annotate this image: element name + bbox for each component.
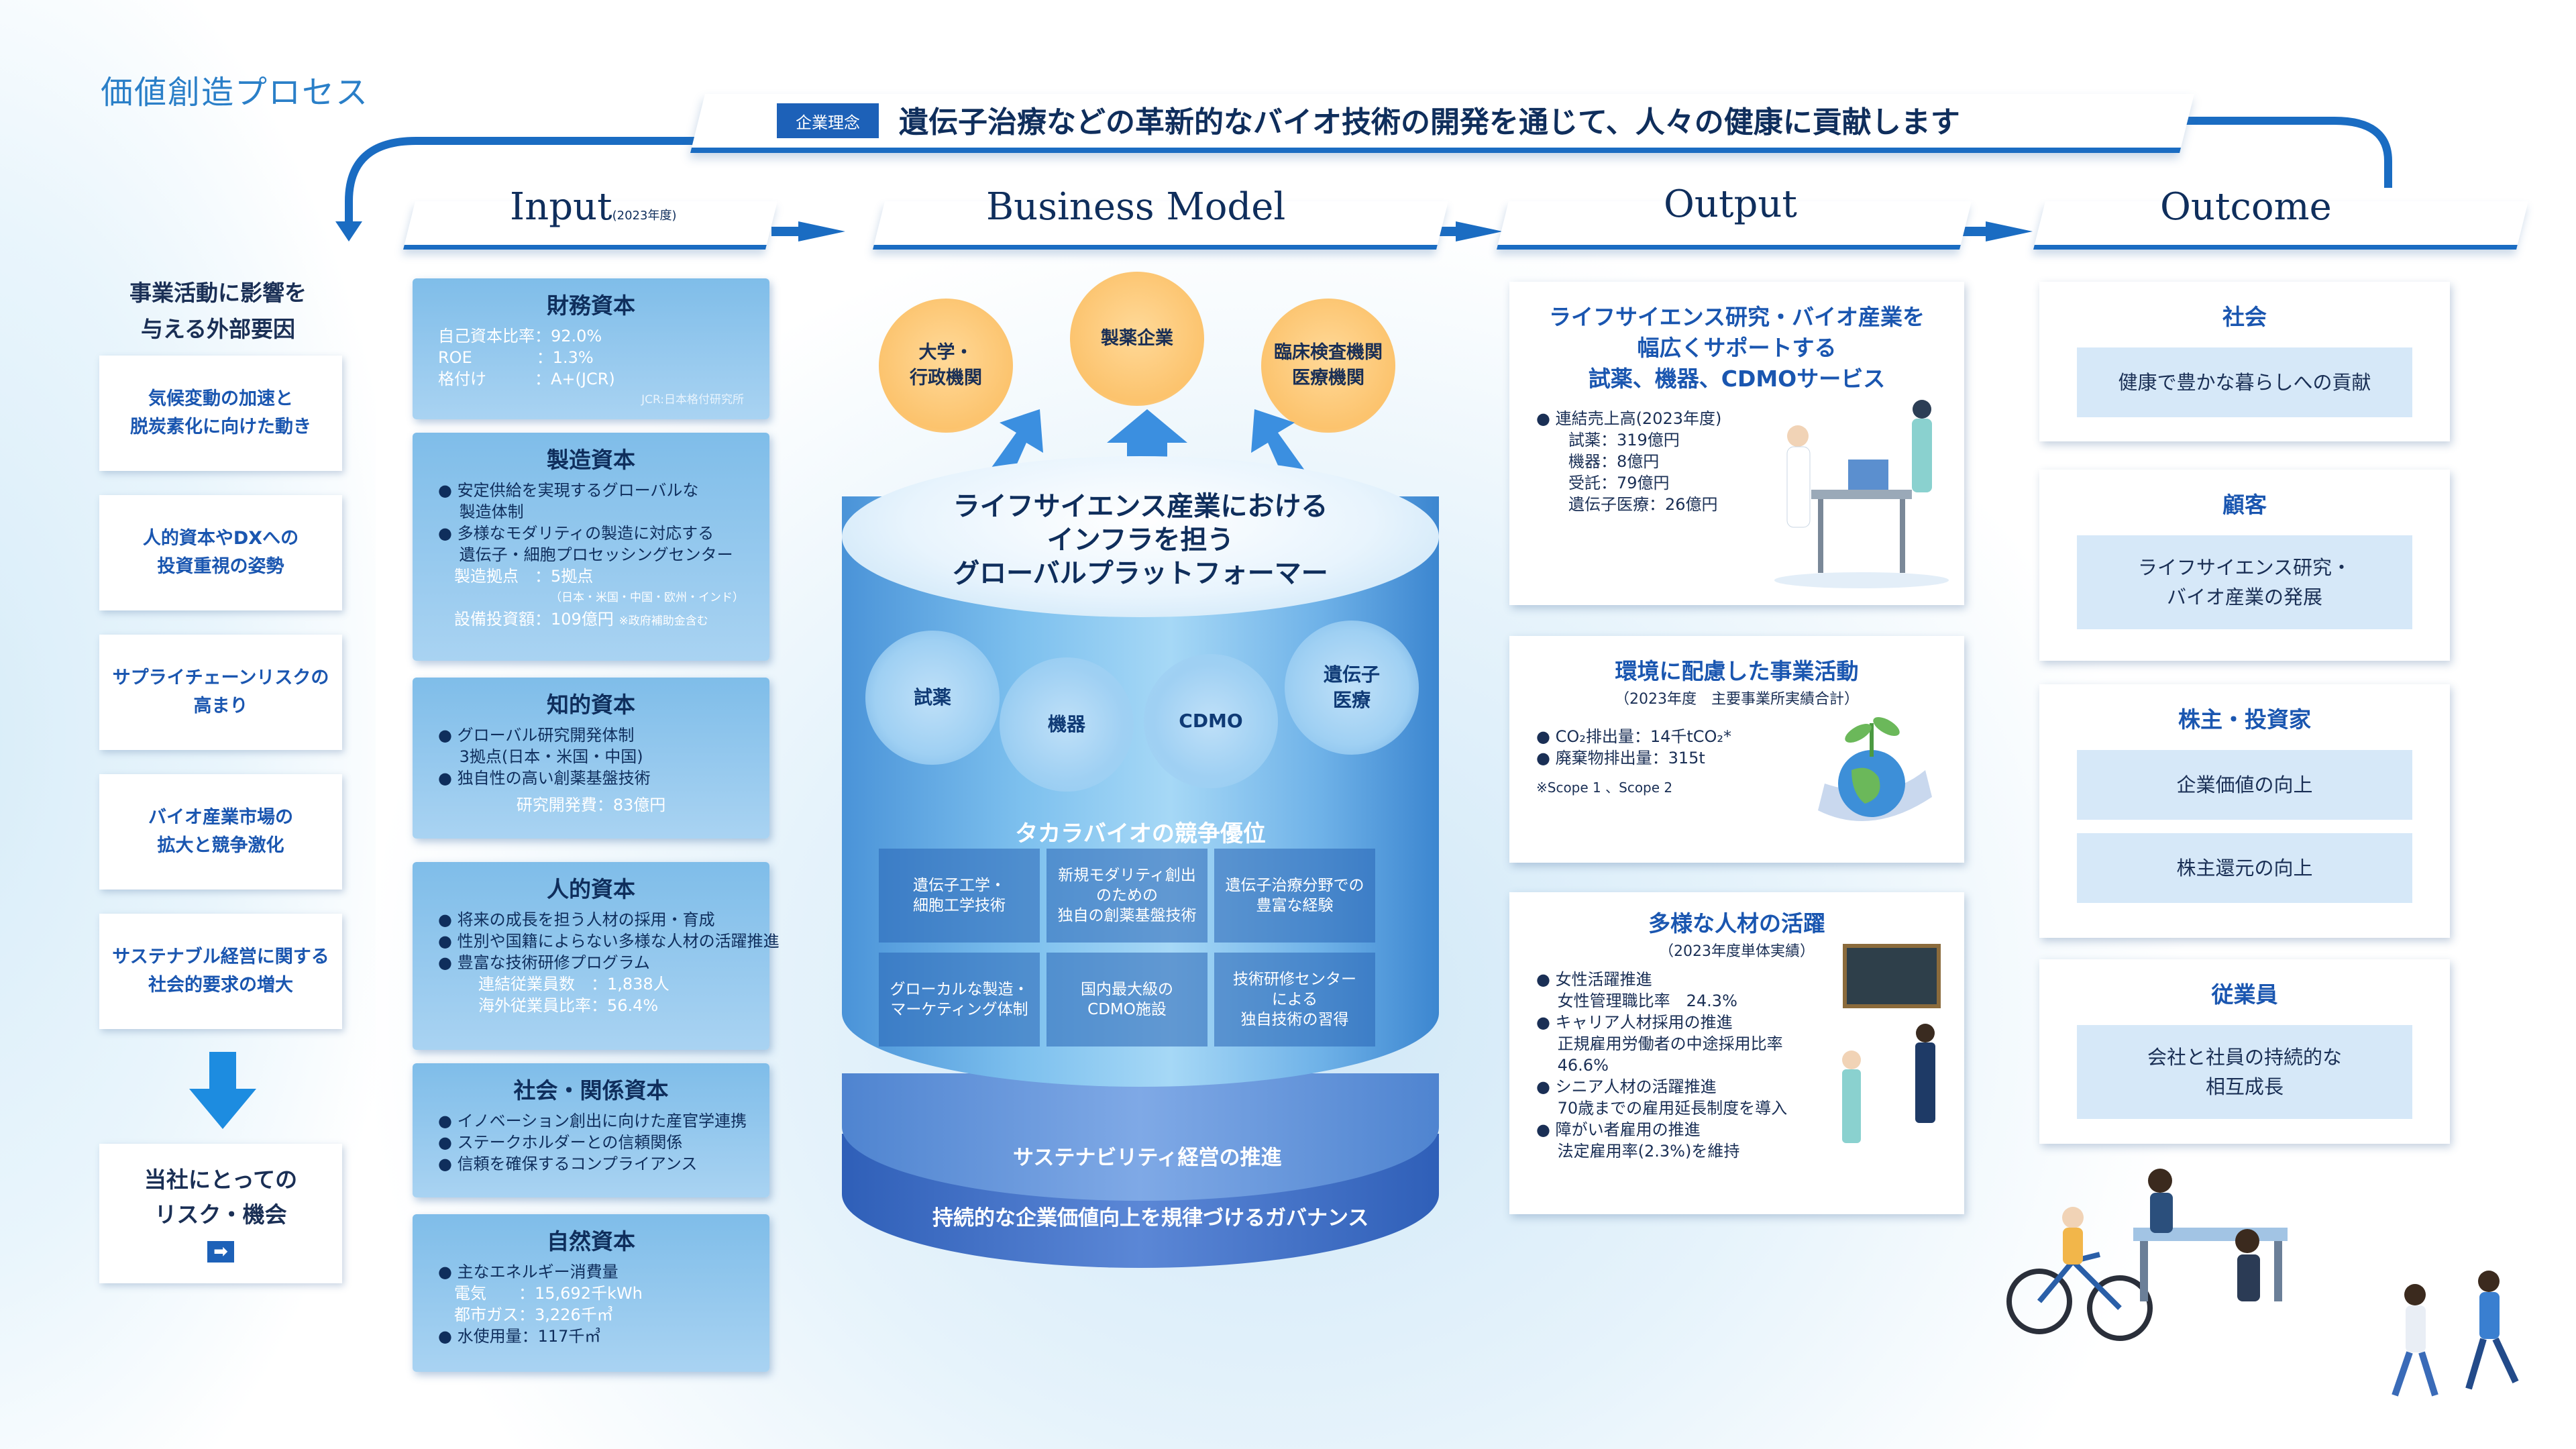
lifestyle-illustration-icon <box>2006 1169 2519 1397</box>
external-factor-item: サステナブル経営に関する社会的要求の増大 <box>99 914 342 1029</box>
platform-title: ライフサイエンス産業における インフラを担う グローバルプラットフォーマー <box>953 491 1328 589</box>
advantage-cell: 遺伝子治療分野での豊富な経験 <box>1214 849 1375 943</box>
external-factor-item: サプライチェーンリスクの高まり <box>99 635 342 750</box>
mission-tag: 企業理念 <box>777 103 879 138</box>
page-title: 価値創造プロセス <box>101 74 370 111</box>
down-arrow-icon <box>189 1052 256 1129</box>
external-factors-title: 事業活動に影響を与える外部要因 <box>129 280 307 342</box>
governance-band-text: 持続的な企業価値向上を規律づけるガバナンス <box>932 1206 1369 1230</box>
financial-capital-card: 財務資本 自己資本比率：92.0% ROE ：1.3% 格付け ：A+(JCR)… <box>413 278 769 419</box>
output-stage-label: Output <box>1664 182 1797 226</box>
human-capital-card: 人的資本 ● 将来の成長を担う人材の採用・育成 ● 性別や国籍によらない多様な人… <box>413 862 780 1050</box>
business-model-stage-label: Business Model <box>986 185 1286 229</box>
input-stage-label: Input(2023年度) <box>510 185 677 229</box>
segment-gene-medicine: 遺伝子医療 <box>1285 621 1419 755</box>
client-bubble-clinical: 臨床検査機関医療機関 <box>1261 299 1395 433</box>
client-bubble-pharma: 製薬企業 <box>1070 272 1204 406</box>
external-factor-item: バイオ産業市場の拡大と競争激化 <box>99 774 342 890</box>
laboratory-illustration-icon <box>1774 400 1949 588</box>
social-capital-card: 社会・関係資本 ● イノベーション創出に向けた産官学連携 ● ステークホルダーと… <box>413 1063 769 1197</box>
mission-text: 遺伝子治療などの革新的なバイオ技術の開発を通じて、人々の健康に貢献します <box>899 105 1960 140</box>
outcome-shareholders-card: 株主・投資家 企業価値の向上 株主還元の向上 <box>2039 684 2450 938</box>
advantage-cell: 新規モダリティ創出のための独自の創薬基盤技術 <box>1046 849 1208 943</box>
natural-capital-card: 自然資本 ● 主なエネルギー消費量 電気 ：15,692千kWh 都市ガス：3,… <box>413 1214 769 1372</box>
outcome-society-card: 社会 健康で豊かな暮らしへの貢献 <box>2039 282 2450 441</box>
arrow-right-icon: ➡ <box>207 1241 234 1263</box>
outcome-employees-card: 従業員 会社と社員の持続的な相互成長 <box>2039 959 2450 1144</box>
advantage-cell: グローカルな製造・マーケティング体制 <box>879 953 1040 1046</box>
output-environment-card: 環境に配慮した事業活動 （2023年度 主要事業所実績合計） ● CO₂排出量：… <box>1509 636 1964 863</box>
advantage-cell: 技術研修センターによる独自技術の習得 <box>1214 953 1375 1046</box>
external-factor-item: 人的資本やDXへの投資重視の姿勢 <box>99 495 342 610</box>
segment-cdmo: CDMO <box>1144 654 1278 788</box>
risk-opportunity-box[interactable]: 当社にとっての リスク・機会 ➡ <box>99 1144 342 1283</box>
sustainability-band <box>842 1073 1439 1201</box>
outcome-stage-label: Outcome <box>2160 185 2332 229</box>
earth-plant-icon <box>1818 717 1932 821</box>
sustainability-band-text: サステナビリティ経営の推進 <box>1013 1146 1282 1170</box>
competitive-advantage-title: タカラバイオの競争優位 <box>1015 820 1266 847</box>
platform-cylinder-top <box>842 456 1439 617</box>
manufacturing-capital-card: 製造資本 ● 安定供給を実現するグローバルな 製造体制 ● 多様なモダリティの製… <box>413 433 769 661</box>
segment-reagents: 試薬 <box>865 631 1000 765</box>
outcome-customers-card: 顧客 ライフサイエンス研究・バイオ産業の発展 <box>2039 470 2450 661</box>
intellectual-capital-card: 知的資本 ● グローバル研究開発体制 3拠点(日本・米国・中国) ● 独自性の高… <box>413 678 769 839</box>
presentation-illustration-icon <box>1842 944 1941 1143</box>
segment-instruments: 機器 <box>1000 657 1134 792</box>
advantage-cell: 遺伝子工学・細胞工学技術 <box>879 849 1040 943</box>
client-bubble-university: 大学・行政機関 <box>879 299 1013 433</box>
external-factor-item: 気候変動の加速と脱炭素化に向けた動き <box>99 356 342 471</box>
output-products-card: ライフサイエンス研究・バイオ産業を 幅広くサポートする 試薬、機器、CDMOサー… <box>1509 282 1964 605</box>
output-people-card: 多様な人材の活躍 （2023年度単体実績） ● 女性活躍推進 女性管理職比率 2… <box>1509 892 1964 1214</box>
